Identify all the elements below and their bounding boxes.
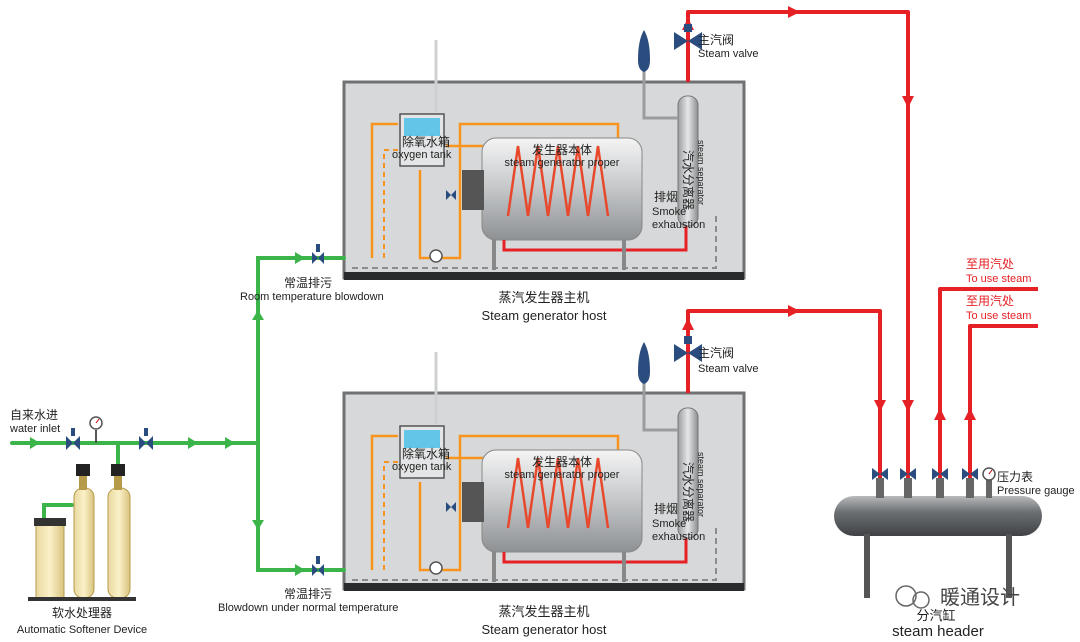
generator-body-top-cn: 发生器本体 xyxy=(532,142,592,157)
smoke-bottom-en-2: exhaustion xyxy=(652,531,705,543)
main-valve-bottom-cn: 主汽阀 xyxy=(698,345,734,360)
host-top-cn: 蒸汽发生器主机 xyxy=(498,290,589,305)
host-top-en: Steam generator host xyxy=(481,308,606,323)
inlet-pressure-gauge xyxy=(89,416,103,443)
use-steam-1-cn: 至用汽处 xyxy=(966,256,1014,271)
separator-top-en: steam separator xyxy=(696,140,706,205)
steam-header-tank xyxy=(834,478,1042,598)
softener-device xyxy=(28,464,136,601)
use-steam-2-cn: 至用汽处 xyxy=(966,293,1014,308)
header-valves[interactable] xyxy=(872,468,978,480)
softener-cn: 软水处理器 xyxy=(52,606,112,620)
host-bottom-cn: 蒸汽发生器主机 xyxy=(498,604,589,619)
pressure-gauge-en: Pressure gauge xyxy=(997,485,1075,497)
main-steam-valve-bottom[interactable] xyxy=(638,336,702,384)
main-valve-top-cn: 主汽阀 xyxy=(698,32,734,47)
generator-body-bottom-cn: 发生器本体 xyxy=(532,454,592,469)
blowdown-valve-bottom[interactable] xyxy=(312,556,324,576)
main-valve-top-en: Steam valve xyxy=(698,48,759,60)
blowdown-top-en: Room temperature blowdown xyxy=(240,291,384,303)
pressure-gauge-cn: 压力表 xyxy=(997,470,1033,484)
separator-bottom-cn: 汽水分离器 xyxy=(681,462,696,522)
oxygen-tank-bottom-cn: 除氧水箱 xyxy=(402,446,450,461)
softener-en: Automatic Softener Device xyxy=(17,624,147,636)
watermark: 暖通设计 xyxy=(895,585,1020,609)
main-valve-bottom-en: Steam valve xyxy=(698,363,759,375)
generator-body-bottom-en: steam generator proper xyxy=(505,469,620,481)
smoke-bottom-en-1: Smoke xyxy=(652,518,686,530)
blowdown-bottom-cn: 常温排污 xyxy=(284,587,332,601)
oxygen-tank-top-cn: 除氧水箱 xyxy=(402,134,450,149)
generator-body-top-en: steam generator proper xyxy=(505,157,620,169)
host-top-internals xyxy=(352,40,717,270)
watermark-text: 暖通设计 xyxy=(940,586,1020,609)
oxygen-tank-bottom-en: oxygen tank xyxy=(392,461,452,473)
water-flow-arrows xyxy=(30,252,305,576)
inlet-valve-2[interactable] xyxy=(139,428,153,450)
host-bottom-en: Steam generator host xyxy=(481,622,606,637)
blowdown-bottom-en: Blowdown under normal temperature xyxy=(218,602,398,614)
header-cn: 分汽缸 xyxy=(916,608,955,623)
smoke-top-cn: 排烟 xyxy=(654,190,678,204)
water-inlet-en: water inlet xyxy=(9,423,60,435)
water-inlet-cn: 自来水进 xyxy=(10,408,58,422)
blowdown-valve-top[interactable] xyxy=(312,244,324,264)
blowdown-top-cn: 常温排污 xyxy=(284,276,332,290)
separator-bottom-en: steam separator xyxy=(696,452,706,517)
separator-top-cn: 汽水分离器 xyxy=(681,150,696,210)
use-steam-1-en: To use steam xyxy=(966,273,1031,285)
smoke-top-en-2: exhaustion xyxy=(652,219,705,231)
header-en: steam header xyxy=(892,623,984,640)
use-steam-2-en: To use steam xyxy=(966,310,1031,322)
inlet-valve-1[interactable] xyxy=(66,428,80,450)
host-bottom-internals xyxy=(352,352,717,582)
main-steam-valve-top[interactable] xyxy=(638,24,702,72)
oxygen-tank-top-en: oxygen tank xyxy=(392,149,452,161)
header-pressure-gauge xyxy=(982,467,996,481)
smoke-top-en-1: Smoke xyxy=(652,206,686,218)
smoke-bottom-cn: 排烟 xyxy=(654,502,678,516)
